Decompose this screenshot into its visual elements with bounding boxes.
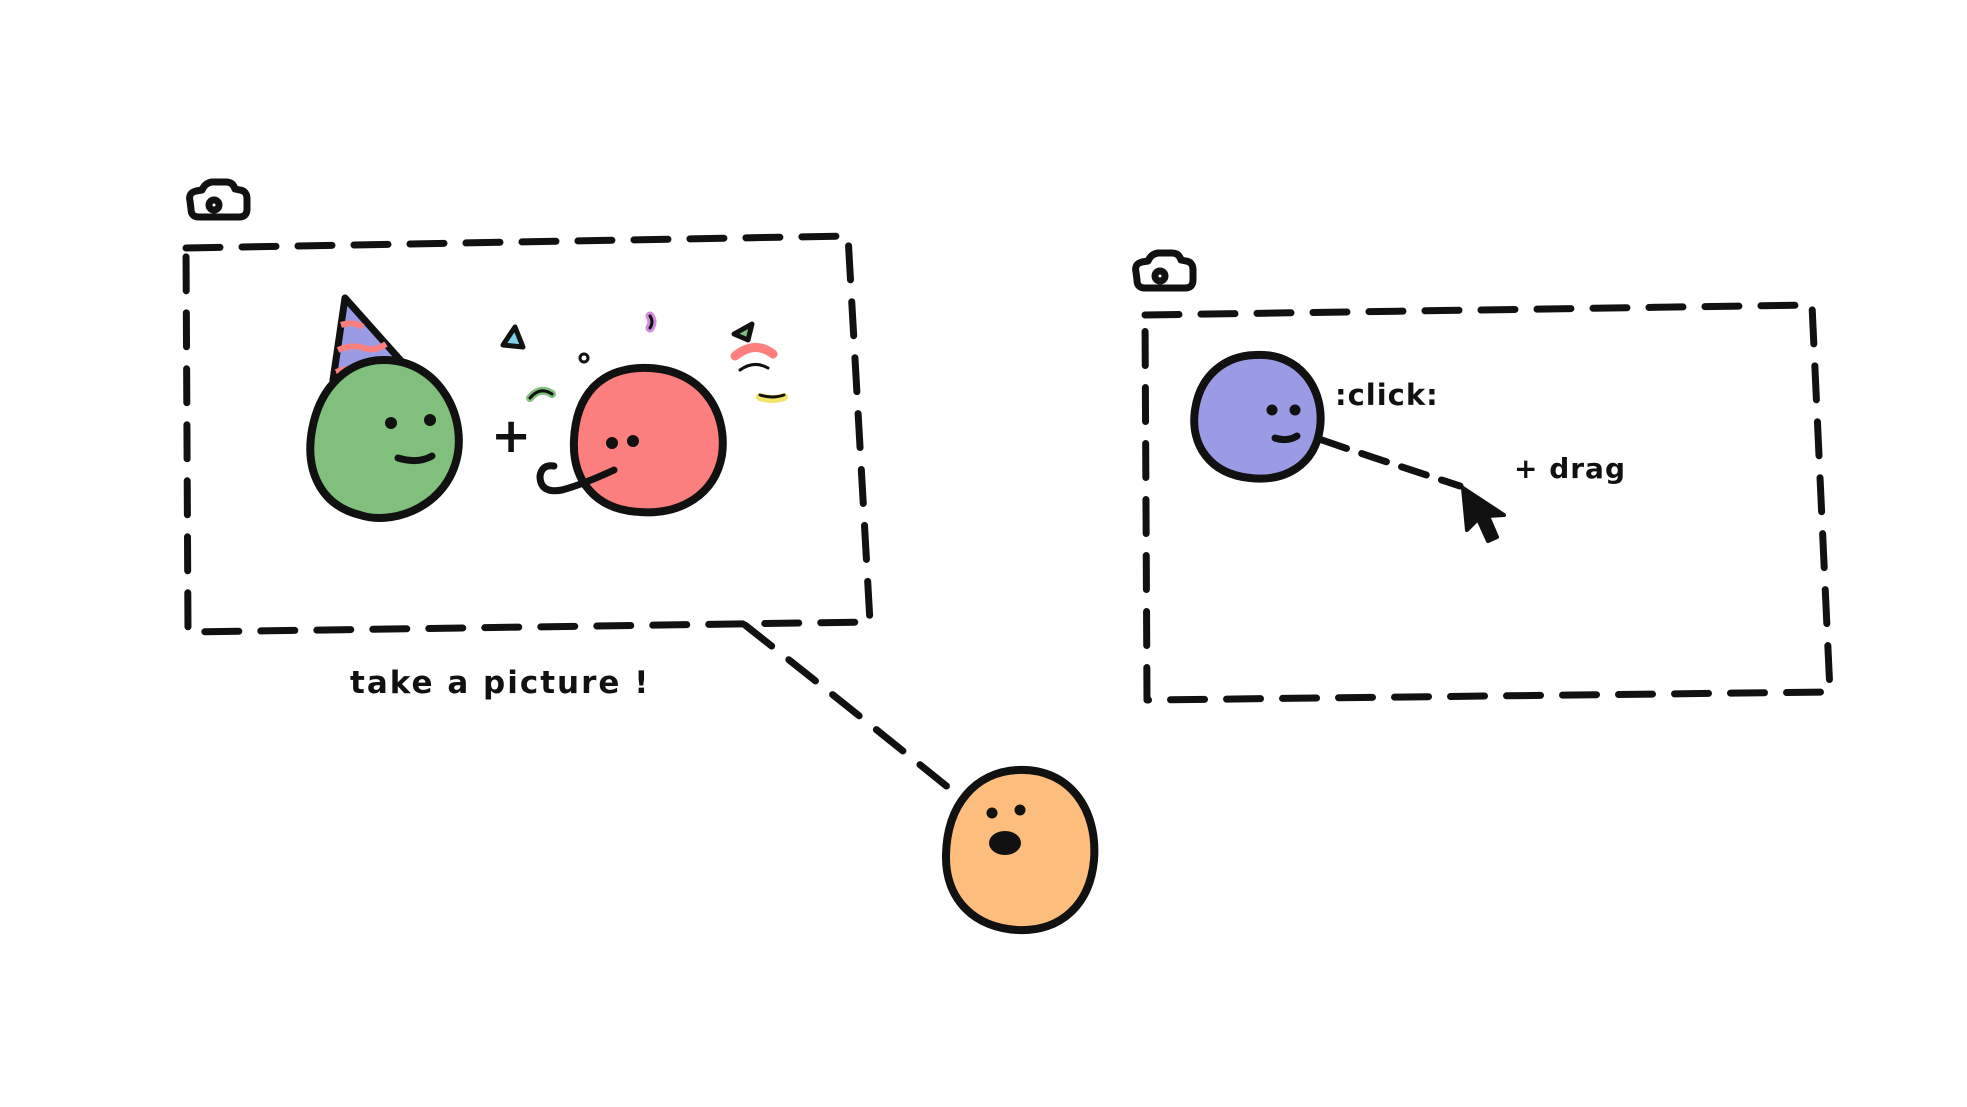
camera-icon [186, 178, 251, 221]
orange-character [941, 765, 1099, 935]
open-mouth [989, 831, 1021, 855]
green-character [306, 294, 463, 522]
drag-path [1318, 436, 1464, 490]
party-blower [536, 462, 618, 495]
confetti [500, 311, 788, 403]
camera-icon [1132, 249, 1197, 292]
drag-label: + drag [1514, 452, 1626, 485]
right-capture-frame [1141, 301, 1834, 704]
caption-take-a-picture: take a picture ! [350, 665, 650, 701]
click-label: :click: [1335, 378, 1439, 412]
purple-character [1190, 350, 1325, 483]
mouse-pointer-icon [1461, 486, 1506, 543]
plus-sign: + [491, 408, 531, 464]
right-frame-group: :click: + drag [1132, 249, 1834, 704]
left-frame-group: + take a picture ! [182, 178, 874, 701]
left-capture-frame [182, 232, 874, 636]
red-character [536, 363, 727, 517]
connector-line [741, 621, 964, 801]
